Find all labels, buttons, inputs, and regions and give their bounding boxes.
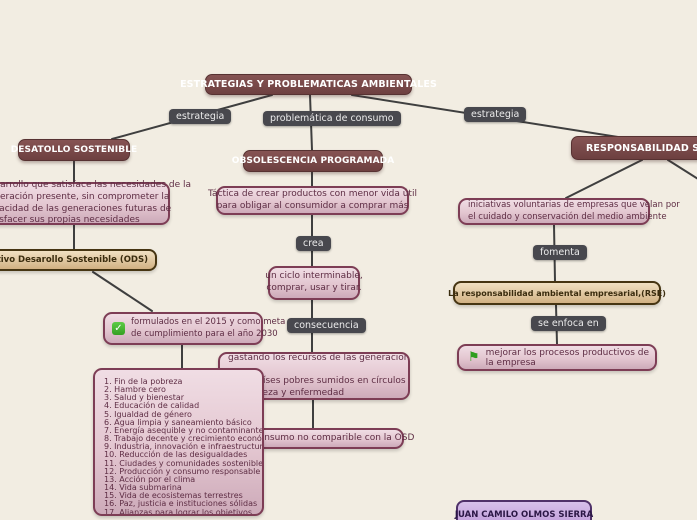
edge-label-text: estrategia bbox=[471, 109, 520, 120]
definition-text: Desarrollo que satisface las necesidades… bbox=[0, 180, 191, 227]
edge-label-text: estrategia bbox=[176, 111, 225, 122]
edge-label-text: consecuencia bbox=[294, 320, 359, 331]
edge-label-problematica-consumo[interactable]: problemática de consumo bbox=[263, 111, 401, 126]
list-item: 16. Paz, justicia e instituciones sólida… bbox=[104, 499, 258, 509]
list-item: 8. Trabajo decente y crecimiento económi… bbox=[104, 434, 264, 444]
list-item: 13. Acción por el clima bbox=[104, 474, 196, 484]
initiatives-text: iniciativas voluntarias de empresas que … bbox=[468, 200, 680, 222]
edge-label-estrategia-left[interactable]: estrategia bbox=[169, 109, 232, 124]
node-rse[interactable]: La responsabilidad ambiental empresarial… bbox=[448, 281, 666, 305]
list-item: para obligar al consumidor a comprar más bbox=[216, 200, 409, 211]
edge-label-text: fomenta bbox=[540, 247, 580, 258]
edge-label-fomenta[interactable]: fomenta bbox=[533, 245, 587, 260]
node-mejorar-procesos[interactable]: ⚑ mejorar los procesos productivos de la… bbox=[457, 344, 657, 371]
node-ciclo-interminable[interactable]: un ciclo interminable,comprar, usar y ti… bbox=[265, 266, 363, 300]
focus-text: mejorar los procesos productivos de la e… bbox=[485, 347, 650, 368]
list-item: el cuidado y conservación del medio ambi… bbox=[468, 211, 667, 222]
list-item: 1. Fin de la pobreza bbox=[104, 377, 183, 386]
node-title: DESATOLLO SOSTENIBLE bbox=[10, 145, 138, 155]
author-name: JUAN CAMILO OLMOS SIERRA bbox=[454, 510, 594, 520]
node-obsolescencia-programada[interactable]: OBSOLESCENCIA PROGRAMADA bbox=[232, 150, 394, 172]
list-item: y los países pobres sumidos en círculos … bbox=[228, 376, 408, 386]
list-item: 3. Salud y bienestar bbox=[104, 393, 185, 403]
list-item: un ciclo interminable, bbox=[265, 271, 363, 282]
root-node-label: ESTRATEGIAS Y PROBLEMATICAS AMBIENTALES bbox=[180, 79, 437, 90]
edge-label-text: problemática de consumo bbox=[270, 113, 394, 124]
list-item: capacidad de las generaciones futuras de bbox=[0, 203, 172, 214]
list-item: formulados en el 2015 y como meta bbox=[131, 317, 286, 328]
check-icon: ✓ bbox=[112, 322, 125, 335]
list-item: 4. Educación de calidad bbox=[104, 401, 200, 411]
list-item: generación presente, sin comprometer la bbox=[0, 191, 170, 202]
flag-icon: ⚑ bbox=[468, 350, 480, 365]
tactic-text: Táctica de crear productos con menor vid… bbox=[208, 189, 417, 212]
node-title: La responsabilidad ambiental empresarial… bbox=[448, 288, 666, 298]
node-consecuencia-recursos[interactable]: gastando los recursos de las generacione… bbox=[218, 352, 410, 400]
list-item: satisfacer sus propias necesidades bbox=[0, 215, 140, 226]
list-item: 5. Igualdad de género bbox=[104, 409, 192, 419]
node-desarrollo-sostenible[interactable]: DESATOLLO SOSTENIBLE bbox=[11, 139, 137, 161]
list-item: 10. Reducción de las desigualdades bbox=[104, 450, 248, 460]
list-item: 15. Vida de ecosistemas terrestres bbox=[104, 491, 243, 501]
node-title: Objetivo Desarollo Sostenible (ODS) bbox=[0, 255, 148, 265]
list-item: 14. Vida submarina bbox=[104, 483, 182, 493]
list-item: 6. Agua limpia y saneamiento básico bbox=[104, 417, 252, 427]
node-tactica[interactable]: Táctica de crear productos con menor vid… bbox=[208, 186, 417, 215]
node-author[interactable]: JUAN CAMILO OLMOS SIERRA bbox=[454, 500, 594, 520]
edge-label-se-enfoca-en[interactable]: se enfoca en bbox=[531, 316, 606, 331]
node-title: RESPONSABILIDAD SOCIAL EMPRESARIAL bbox=[586, 142, 697, 154]
node-modelo-consumo[interactable]: de consumo no comparible con la OSD bbox=[240, 428, 414, 449]
list-item: de pobreza y enfermedad bbox=[228, 387, 345, 398]
focus-icon-row: ⚑ mejorar los procesos productivos de la… bbox=[468, 348, 655, 368]
list-item: 11. Ciudades y comunidades sostenibles bbox=[104, 458, 264, 468]
edge-label-consecuencia[interactable]: consecuencia bbox=[287, 318, 366, 333]
edge-label-text: se enfoca en bbox=[538, 318, 599, 329]
consequence-text: gastando los recursos de las generacione… bbox=[228, 352, 410, 398]
node-title: OBSOLESCENCIA PROGRAMADA bbox=[231, 156, 395, 166]
node-responsabilidad-social[interactable]: RESPONSABILIDAD SOCIAL EMPRESARIAL bbox=[571, 136, 697, 160]
model-text: de consumo no comparible con la OSD bbox=[239, 432, 415, 443]
list-item: Táctica de crear productos con menor vid… bbox=[208, 188, 417, 199]
list-item: 7. Energía asequible y no contaminante bbox=[104, 425, 264, 435]
list-item: 12. Producción y consumo responsable bbox=[104, 466, 261, 476]
list-item: iniciativas voluntarias de empresas que … bbox=[468, 200, 680, 211]
node-definicion-desarrollo[interactable]: Desarrollo que satisface las necesidades… bbox=[0, 180, 191, 225]
edge-label-text: crea bbox=[303, 238, 324, 249]
list-item: gastando los recursos de las generacione… bbox=[228, 352, 410, 363]
list-item: 2. Hambre cero bbox=[104, 385, 166, 395]
root-node[interactable]: ESTRATEGIAS Y PROBLEMATICAS AMBIENTALES bbox=[180, 74, 437, 95]
node-iniciativas-voluntarias[interactable]: iniciativas voluntarias de empresas que … bbox=[458, 198, 680, 225]
list-item: comprar, usar y tirar. bbox=[266, 283, 362, 293]
list-item: 9. Industria, innovación e infraestructu… bbox=[104, 442, 264, 452]
edge-label-crea[interactable]: crea bbox=[296, 236, 331, 251]
node-ods[interactable]: Objetivo Desarollo Sostenible (ODS) bbox=[0, 249, 157, 271]
list-item: Desarrollo que satisface las necesidades… bbox=[0, 180, 191, 191]
list-item: de cumplimiento para el año 2030 bbox=[131, 328, 278, 339]
list-item: 17. Alianzas para lograr los objetivos bbox=[104, 507, 253, 516]
cycle-text: un ciclo interminable,comprar, usar y ti… bbox=[265, 271, 362, 294]
edge-label-estrategia-right[interactable]: estrategia bbox=[464, 107, 527, 122]
